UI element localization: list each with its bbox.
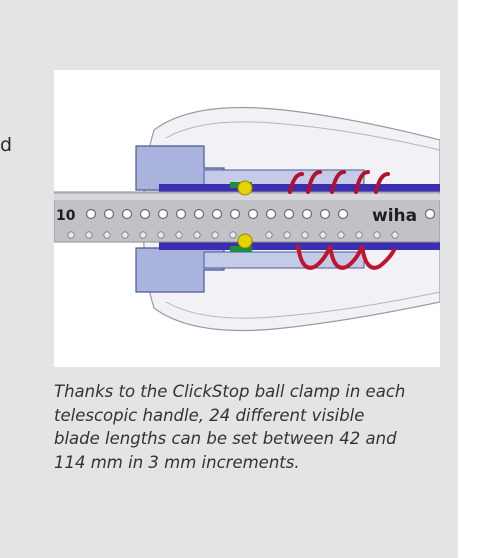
spring-bottom [296,244,396,270]
caption-line: Thanks to the ClickStop ball clamp in ea… [54,382,406,401]
handle-inner-line-lower [165,291,440,319]
blade-shaft-highlight [54,194,440,200]
scale-holes [85,208,436,220]
caption-line: 114 mm in 3 mm increments. [54,452,300,472]
retainer-bottom [230,246,252,252]
spring-top [288,170,390,194]
caption-line: telescopic handle, 24 different visible [54,405,365,425]
right-page-strip [458,0,477,558]
scale-holes-lower [67,231,399,239]
clickstop-diagram-svg: 10 wiha [54,106,440,332]
clickstop-illustration: 10 wiha [54,70,440,367]
scale-label: 10 [56,208,76,224]
figure-caption: Thanks to the ClickStop ball clamp in ea… [54,380,454,474]
handle-inner-line [165,121,440,151]
brand-label: wiha [372,206,417,226]
clickstop-ball-top [237,180,253,196]
left-column-text-fragment: d [0,134,13,156]
clickstop-ball-bottom [237,233,253,249]
channel-top [159,184,440,192]
caption-line: blade lengths can be set between 42 and [54,429,397,448]
clamp-block-top [135,145,225,191]
